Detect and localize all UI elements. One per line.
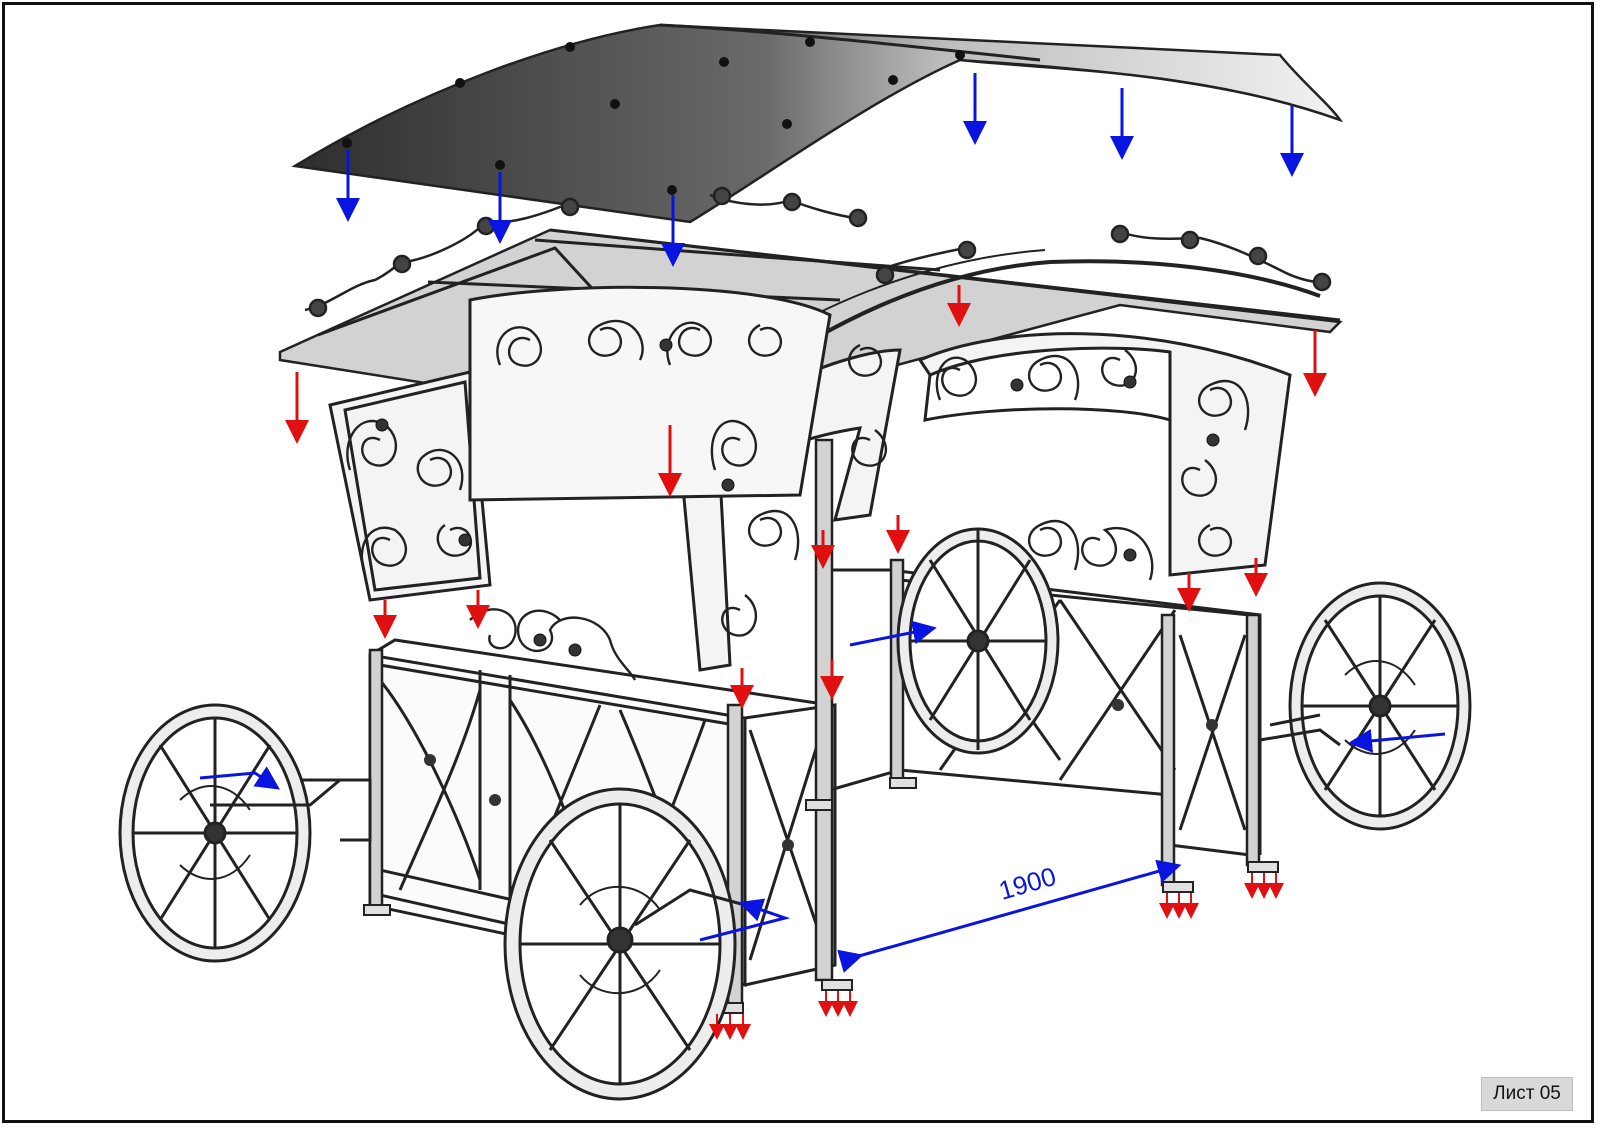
wheel-rear-left	[896, 527, 1060, 755]
mounting-arrows	[285, 285, 1327, 709]
scrollwork-ornament	[346, 319, 1250, 742]
upper-side-panels	[328, 285, 1292, 672]
assembly-arrows	[199, 73, 1446, 942]
wheel-front-right	[503, 787, 746, 1101]
sheet-number-label: Лист 05	[1481, 1077, 1573, 1111]
rosettes	[375, 338, 1220, 657]
foot-anchor-arrows	[709, 873, 1284, 1040]
dimension-value: 1900	[995, 861, 1059, 906]
wheel-rear-right	[1259, 581, 1472, 831]
roof-frame-ornament	[304, 186, 1332, 318]
roof-panel	[291, 23, 1344, 224]
wheel-front-left	[118, 703, 372, 963]
vertical-posts	[368, 438, 1261, 1007]
dimension-1900: 1900	[837, 859, 1182, 973]
